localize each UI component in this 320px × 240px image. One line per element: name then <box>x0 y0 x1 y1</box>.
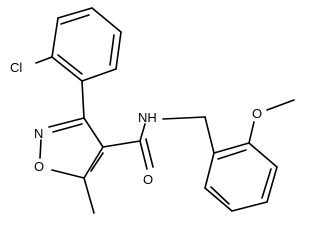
double-bond-inner <box>57 54 83 75</box>
methoxy-oxygen-label: O <box>252 106 262 121</box>
bond-c4-carbonyl <box>102 140 141 148</box>
bond-methyl <box>83 177 95 214</box>
bond <box>248 142 278 168</box>
isoxazole-oxygen-label: O <box>34 159 44 174</box>
chlorophenyl-ring <box>51 7 122 82</box>
bond <box>39 139 42 159</box>
carbonyl-oxygen-label: O <box>143 172 153 187</box>
bond <box>213 142 250 154</box>
bond <box>83 117 104 148</box>
bond-o-methyl <box>266 99 295 111</box>
molecule-diagram: Cl N O O NH <box>10 7 295 214</box>
double-bond-inner <box>52 123 83 133</box>
double-bond-inner <box>90 152 104 172</box>
chlorine-label: Cl <box>10 60 22 75</box>
double-bond-inner <box>210 186 230 205</box>
bond-c-cl <box>35 56 53 64</box>
bond-carbonyl <box>139 140 148 170</box>
amide-nh-label: NH <box>138 110 157 125</box>
double-bond-inner <box>145 138 154 168</box>
isoxazole-ring <box>39 117 104 179</box>
bond <box>81 68 117 82</box>
double-bond-inner <box>109 34 115 66</box>
bond-carbonyl-nh <box>139 123 146 142</box>
isoxazole-nitrogen-label: N <box>34 126 43 141</box>
double-bond-inner <box>217 149 247 160</box>
double-bond-inner <box>261 168 272 199</box>
bond <box>51 169 85 179</box>
bond <box>51 17 59 58</box>
methoxyphenyl-ring <box>204 142 278 212</box>
bond-aryl-isoxazole <box>81 80 85 119</box>
bond <box>204 152 215 189</box>
structure-canvas: Cl N O O NH <box>10 7 295 214</box>
bond-aryl-o <box>248 121 255 144</box>
bond-ch2-aryl <box>204 116 215 154</box>
bond <box>204 187 233 212</box>
bond <box>231 201 268 212</box>
bond <box>57 7 93 19</box>
bond <box>48 117 85 128</box>
bond-nh-ch2 <box>162 116 206 120</box>
bond <box>83 146 104 179</box>
bond <box>115 31 122 70</box>
bond <box>266 166 278 203</box>
bond <box>51 56 83 82</box>
double-bond-inner <box>60 14 90 25</box>
bond <box>91 7 122 33</box>
